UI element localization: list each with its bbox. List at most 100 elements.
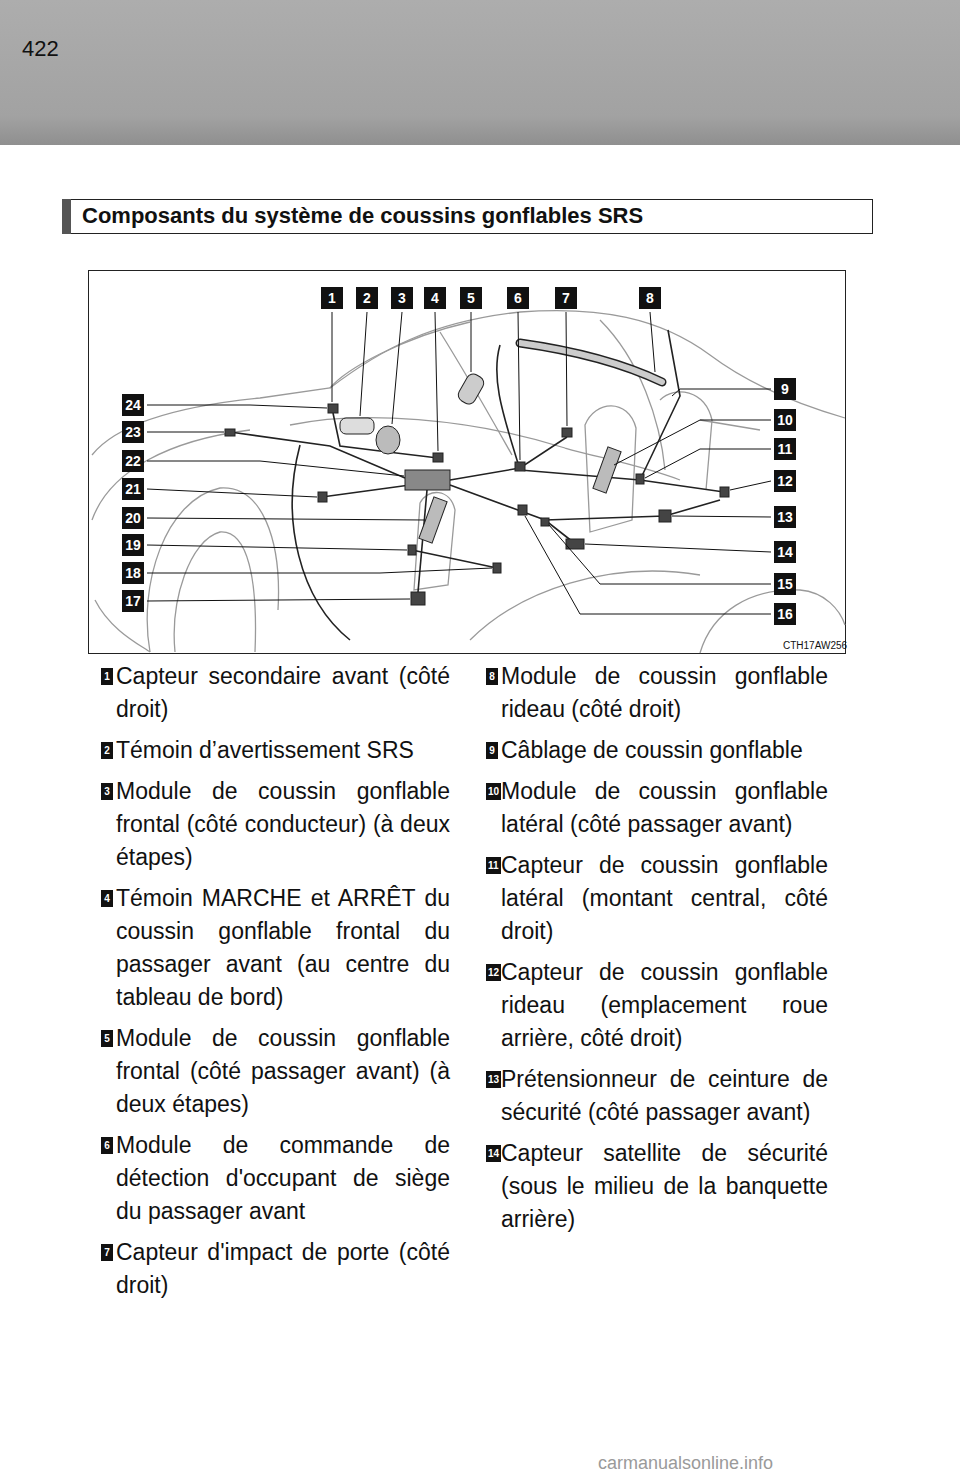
callout-number: 11 bbox=[486, 857, 501, 874]
leader-line bbox=[147, 405, 327, 408]
callout-number-text: 12 bbox=[488, 968, 499, 978]
callout-number-text: 12 bbox=[777, 474, 793, 488]
callout-number: 4 bbox=[101, 890, 113, 907]
callout-number: 9 bbox=[486, 742, 498, 759]
part-description: Capteur de coussin gonflable latéral (mo… bbox=[501, 849, 828, 948]
callout-number: 16 bbox=[774, 603, 796, 625]
callout-number-text: 2 bbox=[363, 291, 371, 305]
callout-number: 8 bbox=[639, 287, 661, 309]
callout-number-text: 13 bbox=[777, 510, 793, 524]
part-description: Câblage de coussin gonflable bbox=[501, 734, 828, 767]
wiring-harness bbox=[230, 330, 724, 640]
wire bbox=[640, 330, 680, 480]
watermark: carmanualsonline.info bbox=[598, 1452, 773, 1474]
callout-number: 10 bbox=[486, 783, 501, 800]
callout-number-text: 8 bbox=[646, 291, 654, 305]
roof-line bbox=[92, 311, 845, 455]
wire bbox=[520, 470, 724, 492]
callout-number-text: 10 bbox=[488, 787, 499, 797]
callout-number-text: 16 bbox=[777, 607, 793, 621]
callout-number-text: 2 bbox=[104, 746, 110, 756]
callout-number-text: 24 bbox=[125, 398, 141, 412]
callout-number: 20 bbox=[122, 507, 144, 529]
callout-number: 11 bbox=[774, 438, 796, 460]
callout-number-text: 17 bbox=[125, 594, 141, 608]
leader-line bbox=[672, 389, 771, 396]
callout-number: 7 bbox=[101, 1244, 113, 1261]
sensor bbox=[318, 492, 327, 502]
callout-number: 4 bbox=[424, 287, 446, 309]
side-airbag bbox=[593, 447, 621, 493]
leader-line bbox=[518, 312, 520, 460]
callout-number: 13 bbox=[774, 506, 796, 528]
sensor bbox=[562, 428, 572, 437]
callout-number: 9 bbox=[774, 378, 796, 400]
part-description: Module de coussin gonflable frontal (côt… bbox=[116, 1022, 450, 1121]
wire bbox=[333, 413, 438, 458]
callout-number: 21 bbox=[122, 478, 144, 500]
heading-bar bbox=[62, 199, 71, 234]
callout-number: 24 bbox=[122, 394, 144, 416]
callout-number: 1 bbox=[101, 668, 113, 685]
part-description: Prétensionneur de ceinture de sécurité (… bbox=[501, 1063, 828, 1129]
part-description: Module de coussin gonflable latéral (côt… bbox=[501, 775, 828, 841]
connector bbox=[541, 518, 549, 526]
leader-line bbox=[525, 516, 771, 614]
callout-number-text: 19 bbox=[125, 538, 141, 552]
leader-line bbox=[566, 312, 567, 426]
door-sill-line bbox=[470, 571, 700, 640]
front-tire bbox=[174, 532, 255, 652]
part-description: Module de coussin gonflable rideau (côté… bbox=[501, 660, 828, 726]
callout-number: 12 bbox=[774, 470, 796, 492]
callout-number: 18 bbox=[122, 562, 144, 584]
rear-seat bbox=[660, 392, 712, 490]
callout-number-text: 10 bbox=[777, 413, 793, 427]
callout-number-text: 14 bbox=[777, 545, 793, 559]
callout-number: 8 bbox=[486, 668, 498, 685]
part-description: Module de coussin gonflable frontal (côt… bbox=[116, 775, 450, 874]
curtain-airbag bbox=[520, 343, 662, 382]
callout-number: 7 bbox=[555, 287, 577, 309]
connector bbox=[518, 505, 527, 515]
callout-number: 13 bbox=[486, 1071, 501, 1088]
sensor bbox=[493, 563, 501, 573]
leader-line bbox=[147, 568, 492, 573]
leader-line bbox=[549, 525, 771, 584]
callout-number: 5 bbox=[460, 287, 482, 309]
callout-number-text: 7 bbox=[104, 1248, 110, 1258]
callout-number-text: 7 bbox=[562, 291, 570, 305]
callout-number-text: 15 bbox=[777, 577, 793, 591]
callout-number: 10 bbox=[774, 409, 796, 431]
wire bbox=[412, 550, 497, 568]
sensor bbox=[720, 487, 729, 497]
callout-number: 23 bbox=[122, 421, 144, 443]
callout-number-text: 1 bbox=[328, 291, 336, 305]
callout-number: 5 bbox=[101, 1030, 113, 1047]
callout-number: 3 bbox=[101, 783, 113, 800]
callout-number: 3 bbox=[391, 287, 413, 309]
callout-number-text: 6 bbox=[104, 1141, 110, 1151]
leader-line bbox=[147, 518, 424, 520]
sensor bbox=[408, 545, 416, 555]
wire bbox=[450, 437, 567, 480]
passenger-seat bbox=[585, 406, 636, 532]
header-band bbox=[0, 0, 960, 145]
leader-line bbox=[147, 432, 224, 433]
callout-number: 17 bbox=[122, 590, 144, 612]
steering-wheel bbox=[376, 426, 400, 454]
callout-number-text: 11 bbox=[778, 442, 793, 456]
callout-number-text: 1 bbox=[104, 672, 110, 682]
callout-number-text: 4 bbox=[431, 291, 439, 305]
callout-number: 14 bbox=[486, 1145, 501, 1162]
sensor bbox=[328, 404, 338, 413]
part-description: Témoin MARCHE et ARRÊT du coussin gonfla… bbox=[116, 882, 450, 1014]
callout-number-text: 18 bbox=[125, 566, 141, 580]
callout-number-text: 9 bbox=[489, 746, 495, 756]
callout-number-text: 5 bbox=[104, 1034, 110, 1044]
callout-number: 22 bbox=[122, 450, 144, 472]
leader-line bbox=[672, 516, 771, 517]
callout-number: 14 bbox=[774, 541, 796, 563]
callout-number-text: 4 bbox=[104, 894, 110, 904]
part-description: Capteur satellite de sécurité (sous le m… bbox=[501, 1137, 828, 1236]
meter-cluster bbox=[340, 418, 374, 434]
